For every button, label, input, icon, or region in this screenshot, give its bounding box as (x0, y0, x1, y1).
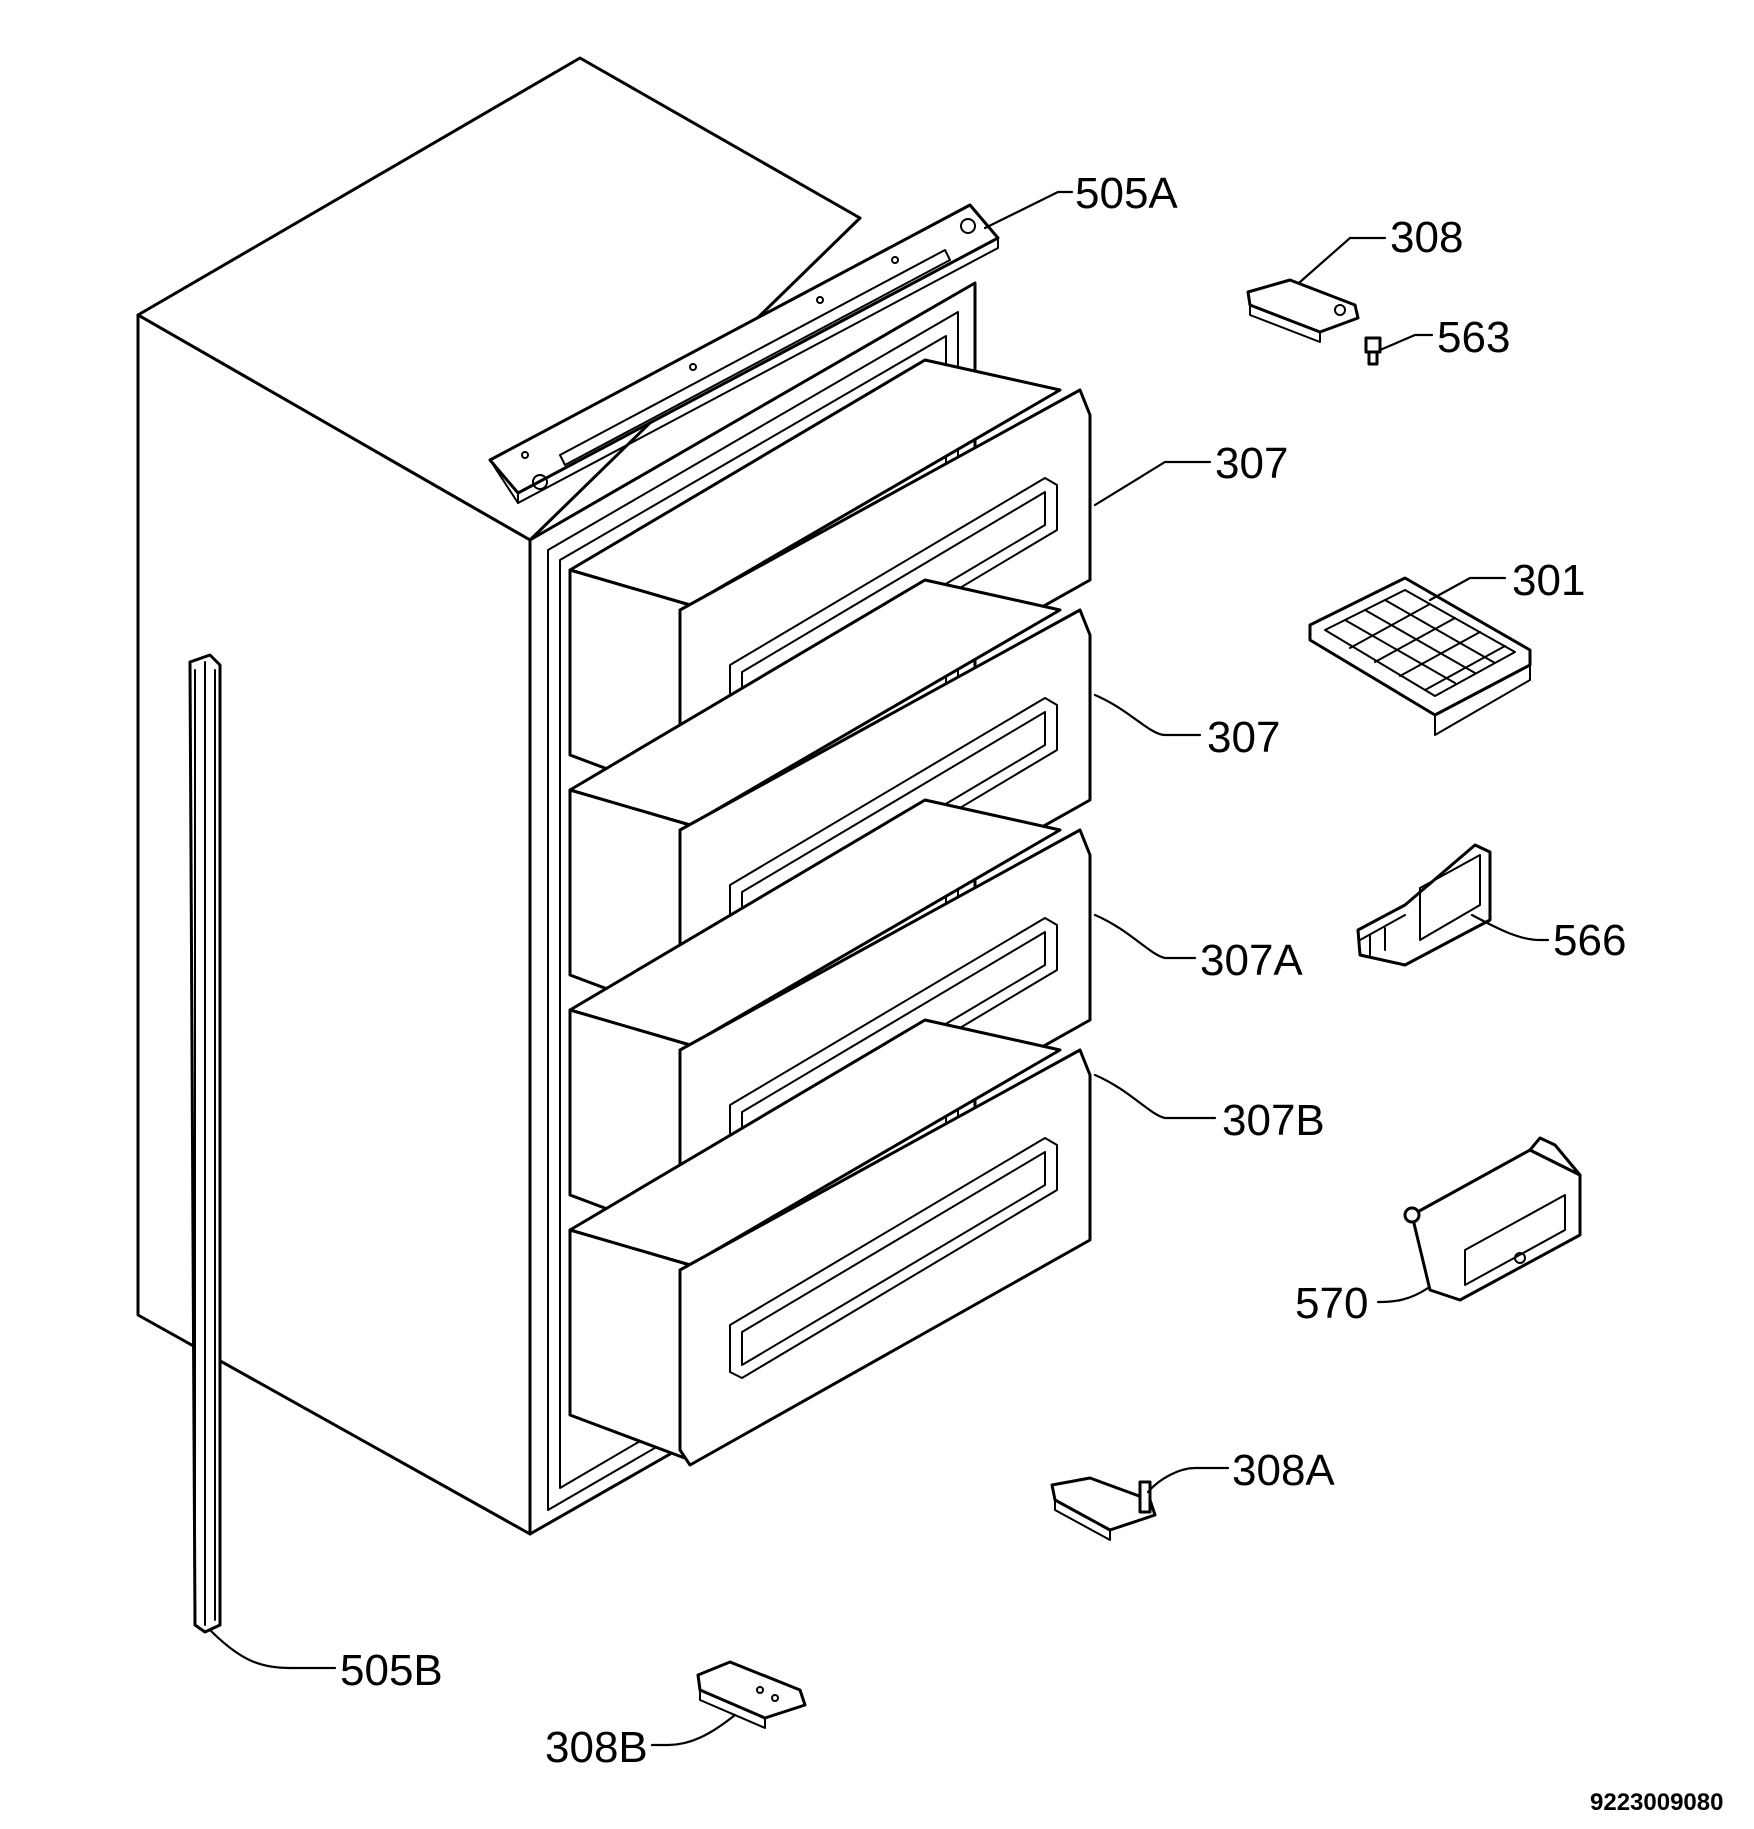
label-505a: 505A (1075, 169, 1178, 218)
screw-563 (1364, 336, 1382, 366)
label-505b: 505B (340, 1646, 443, 1695)
label-570: 570 (1295, 1279, 1368, 1328)
leader-505b (208, 1628, 337, 1670)
leader-308b (650, 1713, 737, 1747)
drawing-code: 9223009080 (1590, 1789, 1723, 1816)
label-308a: 308A (1232, 1446, 1335, 1495)
label-308: 308 (1390, 213, 1463, 262)
leader-307a (1093, 913, 1197, 960)
leader-307-second (1093, 693, 1202, 737)
hinge-308b (696, 1660, 807, 1729)
label-563: 563 (1437, 313, 1510, 362)
hinge-308a (1050, 1476, 1157, 1541)
drawer-307b (568, 1018, 1092, 1467)
label-307-top: 307 (1215, 439, 1288, 488)
leader-lines (208, 190, 1550, 1747)
leader-301 (1428, 576, 1507, 602)
leader-308a (1146, 1466, 1230, 1494)
label-301: 301 (1512, 556, 1585, 605)
part-labels: 505A 308 563 307 301 307 566 307A 307B 5… (340, 169, 1723, 1816)
leader-563 (1378, 333, 1434, 352)
top-rail-505a (488, 203, 1000, 504)
label-307-second: 307 (1207, 713, 1280, 762)
hinge-308 (1246, 278, 1360, 343)
label-307b: 307B (1222, 1096, 1325, 1145)
leader-307b (1093, 1073, 1217, 1120)
storage-box-570 (1403, 1136, 1582, 1302)
label-566: 566 (1553, 916, 1626, 965)
label-308b: 308B (545, 1723, 648, 1772)
ice-scraper-566 (1356, 843, 1492, 967)
gasket-strip-505b (188, 653, 222, 1634)
leader-308 (1298, 236, 1387, 284)
leader-505a (983, 190, 1074, 230)
leader-570 (1376, 1286, 1430, 1304)
label-307a: 307A (1200, 936, 1303, 985)
ice-tray-301 (1308, 576, 1532, 736)
leader-307-top (1093, 460, 1212, 507)
leader-566 (1470, 913, 1550, 942)
